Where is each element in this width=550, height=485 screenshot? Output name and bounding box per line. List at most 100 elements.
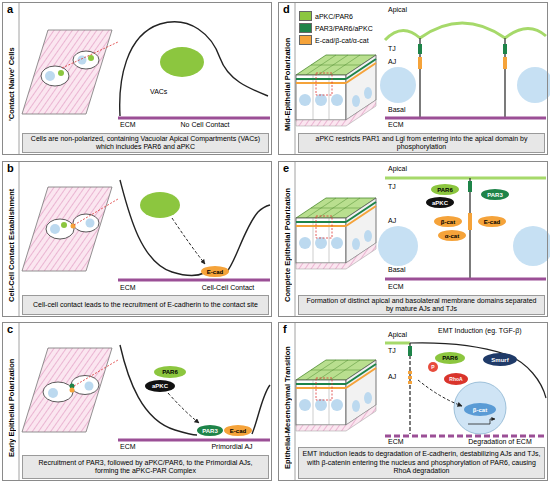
panel-letter: a: [7, 3, 13, 16]
protein-oval: PAR6: [431, 184, 459, 195]
cell-zoom: [118, 439, 270, 442]
cell-zoom: [454, 382, 506, 434]
protein-label: Smurf: [491, 357, 508, 363]
protein-label: β-cat: [473, 407, 487, 413]
cell-zoom: [418, 57, 422, 69]
protein-oval: E-cad: [478, 216, 506, 227]
caption-box: aPKC restricts PAR1 and Lgl from enterin…: [298, 133, 545, 153]
protein-oval: PAR3: [481, 189, 509, 200]
cell-sketch: [61, 222, 67, 228]
cell-sketch: [85, 382, 94, 391]
cell-zoom: [419, 38, 420, 118]
cell-zoom: [517, 67, 550, 103]
cell-zoom: [468, 419, 495, 424]
cell-zoom: [385, 343, 546, 436]
cell-sketch: [48, 388, 58, 398]
cell-zoom: [120, 180, 204, 276]
annotation-label: VACs: [150, 88, 167, 96]
protein-label: PAR3: [487, 192, 503, 198]
legend-text: E-cad/β-cat/α-cat: [315, 37, 369, 44]
cell-zoom: [226, 205, 270, 273]
epithelium-block: [296, 198, 376, 269]
cell-sketch: [22, 187, 112, 271]
cell-sketch: [43, 382, 73, 402]
legend-row: aPKC/PAR6: [299, 10, 373, 22]
cell-zoom: [385, 342, 410, 345]
cell-zoom: [385, 435, 546, 438]
panel-frame: bCell-Cell Contact EstablishmentE-cadCel…: [2, 161, 272, 317]
panel-divider: [19, 2, 295, 481]
annotation-label: Basal: [388, 266, 406, 274]
cell-sketch: [74, 199, 118, 225]
cell-zoom: [503, 44, 507, 54]
annotation-label: TJ: [388, 347, 396, 355]
cell-zoom: [160, 47, 204, 77]
cell-sketch: [22, 348, 118, 432]
protein-label: aPKC: [152, 383, 168, 389]
cell-sketch: [45, 71, 55, 81]
cell-zoom: [118, 117, 270, 120]
annotation-label: Apical: [388, 331, 407, 339]
legend: aPKC/PAR6PAR3/PAR6/aPKC E-cad/β-cat/α-cat: [299, 10, 373, 46]
cell-zoom: [120, 345, 197, 435]
cell-sketch: [62, 42, 118, 68]
cell-zoom: [504, 38, 505, 118]
protein-oval: PAR6: [154, 366, 186, 378]
annotation-label: No Cell Contact: [180, 121, 229, 129]
panel-frame: a 'Contact Naive' CellsCells are non-pola…: [2, 2, 272, 155]
legend-swatch: [299, 35, 312, 45]
cell-zoom: [385, 117, 546, 120]
protein-label: PAR6: [442, 355, 458, 361]
cell-zoom: [380, 23, 550, 118]
panel-divider: [19, 2, 20, 155]
panel-title: Mid-Epithelial Polarization: [280, 19, 295, 150]
panel-divider: [19, 322, 20, 481]
annotation-label: AJ: [388, 373, 396, 381]
annotation-label: AJ: [388, 217, 396, 225]
protein-label: PAR3: [202, 428, 218, 434]
caption-text: Cell-cell contact leads to the recruitme…: [33, 301, 258, 309]
protein-oval: PAR3: [197, 425, 223, 436]
cell-zoom: [378, 226, 418, 266]
panel-frame: cEarly Epithelial PolarizationPAR6aPKCPA…: [2, 322, 272, 481]
protein-oval: aPKC: [145, 380, 175, 392]
cell-zoom: [409, 343, 410, 434]
cell-zoom: [408, 346, 412, 356]
protein-oval: RhoA: [444, 373, 468, 385]
panel-divider: [295, 2, 296, 155]
legend-swatch: [299, 23, 312, 33]
protein-oval: PAR6: [435, 352, 465, 364]
annotation-label: ECM: [120, 284, 136, 292]
panel-letter: b: [7, 162, 14, 175]
legend-text: aPKC/PAR6: [315, 13, 353, 20]
protein-label: α-cat: [445, 233, 459, 239]
cell-sketch: [22, 30, 118, 114]
panel-divider: [19, 161, 20, 317]
cell-zoom: [380, 67, 416, 103]
protein-label: RhoA: [449, 376, 462, 382]
panel-title: 'Contact Naive' Cells: [4, 19, 19, 150]
epithelium-block: [296, 55, 376, 126]
protein-label: E-cad: [230, 428, 246, 434]
cell-sketch: [50, 224, 60, 234]
annotation-label: Apical: [388, 165, 407, 173]
panel-letter: e: [283, 162, 289, 175]
protein-oval: α-cat: [438, 230, 466, 241]
caption-box: Cells are non-polarized, containing Vacu…: [22, 133, 269, 153]
caption-text: aPKC restricts PAR1 and Lgl from enterin…: [302, 135, 541, 152]
caption-text: Formation of distinct apical and basolat…: [302, 297, 541, 314]
legend-text: PAR3/PAR6/aPKC: [315, 25, 373, 32]
protein-label: aPKC: [432, 200, 448, 206]
cell-zoom: [385, 30, 420, 40]
panel-letter: c: [7, 323, 13, 336]
cell-zoom: [418, 44, 422, 54]
protein-label: E-cad: [207, 269, 223, 275]
legend-swatch: [299, 11, 312, 21]
cell-sketch: [22, 187, 118, 271]
annotation-label: Basal: [388, 106, 406, 114]
protein-oval: P: [428, 362, 438, 372]
annotation-label: Primordial AJ: [211, 443, 252, 451]
annotation-label: Cell-Cell Contact: [202, 284, 255, 292]
cell-sketch: [46, 219, 74, 239]
